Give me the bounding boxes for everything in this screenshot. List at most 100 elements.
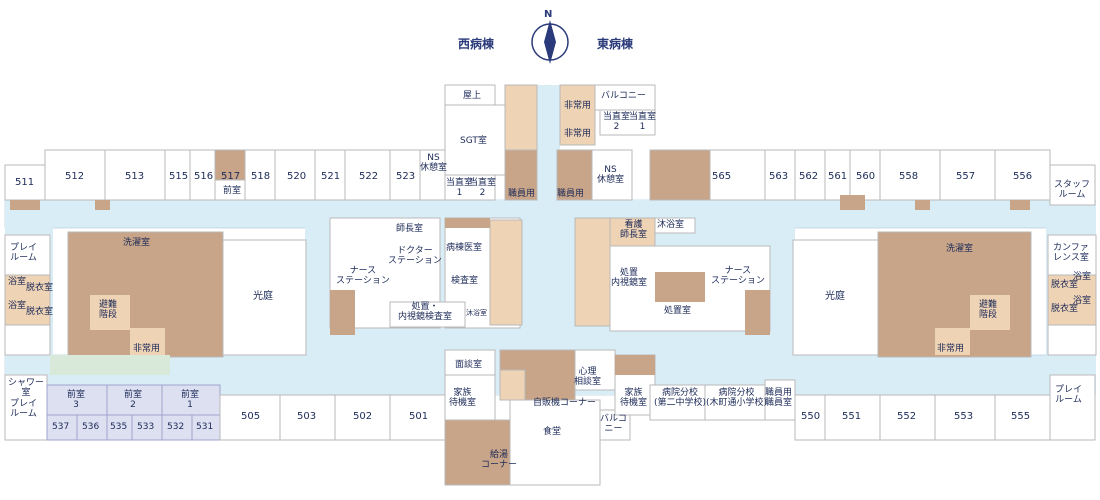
shower-room[interactable]: シャワー 室 bbox=[8, 378, 45, 399]
room-551[interactable]: 551 bbox=[842, 411, 862, 422]
west-emergency bbox=[130, 328, 165, 355]
chief-room[interactable]: 師長室 bbox=[396, 224, 424, 234]
sgt-room-label[interactable]: SGT室 bbox=[460, 136, 487, 146]
room-533[interactable]: 533 bbox=[137, 422, 155, 432]
room-501[interactable]: 501 bbox=[409, 411, 429, 422]
room-503[interactable]: 503 bbox=[297, 411, 317, 422]
conference-room[interactable]: カンファ レンス室 bbox=[1053, 243, 1089, 264]
front-room-1[interactable]: 前室 1 bbox=[181, 390, 200, 411]
small-rect-1 bbox=[10, 200, 40, 210]
room-537[interactable]: 537 bbox=[52, 422, 70, 432]
room-521[interactable]: 521 bbox=[321, 171, 341, 182]
bath-e-1: 浴室 bbox=[1073, 272, 1092, 282]
room-518[interactable]: 518 bbox=[251, 171, 271, 182]
elevator-n-e bbox=[556, 149, 593, 201]
room-563[interactable]: 563 bbox=[769, 171, 789, 182]
changing-e-2: 脱衣室 bbox=[1051, 304, 1079, 314]
room-552[interactable]: 552 bbox=[897, 411, 917, 422]
small-rect-3 bbox=[840, 195, 865, 210]
room-520[interactable]: 520 bbox=[287, 171, 307, 182]
play-room-se[interactable]: プレイ ルーム bbox=[1055, 385, 1083, 406]
room-516[interactable]: 516 bbox=[194, 171, 214, 182]
room-531[interactable]: 531 bbox=[196, 422, 214, 432]
room-515[interactable]: 515 bbox=[169, 171, 189, 182]
compass-icon bbox=[531, 20, 569, 64]
family-wait-w-label[interactable]: 家族 待機室 bbox=[449, 388, 477, 409]
balcony-top-label: バルコニー bbox=[601, 91, 646, 101]
duty-w-2[interactable]: 当直室 2 bbox=[469, 178, 497, 199]
room-front-w bbox=[214, 149, 246, 181]
duty-e-1[interactable]: 当直室 1 bbox=[629, 112, 657, 133]
room-512[interactable]: 512 bbox=[65, 171, 85, 182]
nurse-chief-room[interactable]: 看護 師長室 bbox=[620, 220, 648, 241]
kettle-area bbox=[444, 419, 511, 486]
ns-rest-w[interactable]: NS 休憩室 bbox=[420, 153, 448, 174]
front-room-3[interactable]: 前室 3 bbox=[67, 390, 86, 411]
ward-doctor[interactable]: 病棟医室 bbox=[446, 243, 483, 253]
room-561[interactable]: 561 bbox=[828, 171, 848, 182]
play-room-sw[interactable]: プレイ ルーム bbox=[10, 399, 38, 420]
school-1[interactable]: 病院分校 (第二中学校) bbox=[654, 388, 707, 409]
vending-corner[interactable]: 自販機コーナー bbox=[533, 398, 597, 408]
room-565[interactable]: 565 bbox=[712, 171, 732, 182]
nurse-e-dark bbox=[745, 290, 770, 335]
kettle-corner[interactable]: 給湯 コーナー bbox=[481, 450, 518, 471]
duty-w-room bbox=[444, 174, 496, 201]
front-room-2[interactable]: 前室 2 bbox=[124, 390, 143, 411]
room-556[interactable]: 556 bbox=[1013, 171, 1033, 182]
room-558[interactable]: 558 bbox=[899, 171, 919, 182]
room-523[interactable]: 523 bbox=[396, 171, 416, 182]
room-562[interactable]: 562 bbox=[799, 171, 819, 182]
shower-bath-small: 沐浴室 bbox=[466, 309, 487, 317]
wash-room-w[interactable]: 洗濯室 bbox=[123, 238, 151, 248]
school-2[interactable]: 病院分校 (木町通小学校) bbox=[706, 388, 768, 409]
evac-stairs-e: 避難 階段 bbox=[979, 300, 998, 321]
treatment-e[interactable]: 処置室 bbox=[664, 306, 692, 316]
room-522[interactable]: 522 bbox=[359, 171, 379, 182]
room-553[interactable]: 553 bbox=[954, 411, 974, 422]
room-517[interactable]: 517 bbox=[221, 171, 241, 182]
staff-use-e: 職員用 bbox=[557, 189, 585, 199]
treatment-e-dark bbox=[655, 272, 705, 302]
room-536[interactable]: 536 bbox=[82, 422, 100, 432]
staff-room[interactable]: 職員用 職員室 bbox=[765, 388, 793, 409]
room-560[interactable]: 560 bbox=[856, 171, 876, 182]
play-room-w[interactable]: プレイ ルーム bbox=[10, 243, 38, 264]
duty-w-1[interactable]: 当直室 1 bbox=[446, 178, 474, 199]
treatment-endo-w[interactable]: 処置・ 内視鏡検査室 bbox=[398, 302, 453, 323]
room-550[interactable]: 550 bbox=[801, 411, 821, 422]
dining-room[interactable]: 食堂 bbox=[543, 427, 562, 437]
staff-lounge[interactable]: スタッフ ルーム bbox=[1054, 180, 1091, 201]
changing-w-1: 脱衣室 bbox=[26, 283, 54, 293]
nurse-station-w[interactable]: ナース ステーション bbox=[336, 266, 390, 287]
room-532[interactable]: 532 bbox=[167, 422, 185, 432]
room-511[interactable]: 511 bbox=[15, 177, 35, 188]
room-505[interactable]: 505 bbox=[241, 411, 261, 422]
front-rooms bbox=[46, 384, 221, 441]
emergency-e: 非常用 bbox=[937, 344, 965, 354]
elevator-n-w bbox=[504, 149, 538, 201]
room-513[interactable]: 513 bbox=[125, 171, 145, 182]
wash-room-e[interactable]: 洗濯室 bbox=[946, 244, 974, 254]
staff-use-w: 職員用 bbox=[508, 189, 536, 199]
room-557[interactable]: 557 bbox=[956, 171, 976, 182]
ns-rest-e[interactable]: NS 休憩室 bbox=[597, 165, 625, 186]
emergency-w: 非常用 bbox=[133, 344, 161, 354]
shower-bath-e: 沐浴室 bbox=[657, 220, 685, 230]
duty-e-2[interactable]: 当直室 2 bbox=[603, 112, 631, 133]
east-emergency bbox=[935, 328, 970, 355]
compass-north-label: N bbox=[544, 9, 553, 20]
exam-room[interactable]: 検査室 bbox=[451, 276, 479, 286]
treatment-endo-e[interactable]: 処置 内視鏡室 bbox=[611, 268, 648, 289]
room-535[interactable]: 535 bbox=[110, 422, 128, 432]
nurse-station-e[interactable]: ナース ステーション bbox=[711, 266, 765, 287]
room-502[interactable]: 502 bbox=[353, 411, 373, 422]
family-wait-e-label[interactable]: 家族 待機室 bbox=[620, 388, 648, 409]
west-stairs bbox=[90, 295, 130, 330]
room-555[interactable]: 555 bbox=[1011, 411, 1031, 422]
psych-room-label[interactable]: 心理 相談室 bbox=[574, 367, 602, 388]
doctor-station[interactable]: ドクター ステーション bbox=[388, 246, 442, 267]
interview-room-label[interactable]: 面談室 bbox=[455, 360, 483, 370]
north-rooms-east bbox=[649, 149, 1096, 206]
green-strip-w bbox=[50, 355, 170, 375]
